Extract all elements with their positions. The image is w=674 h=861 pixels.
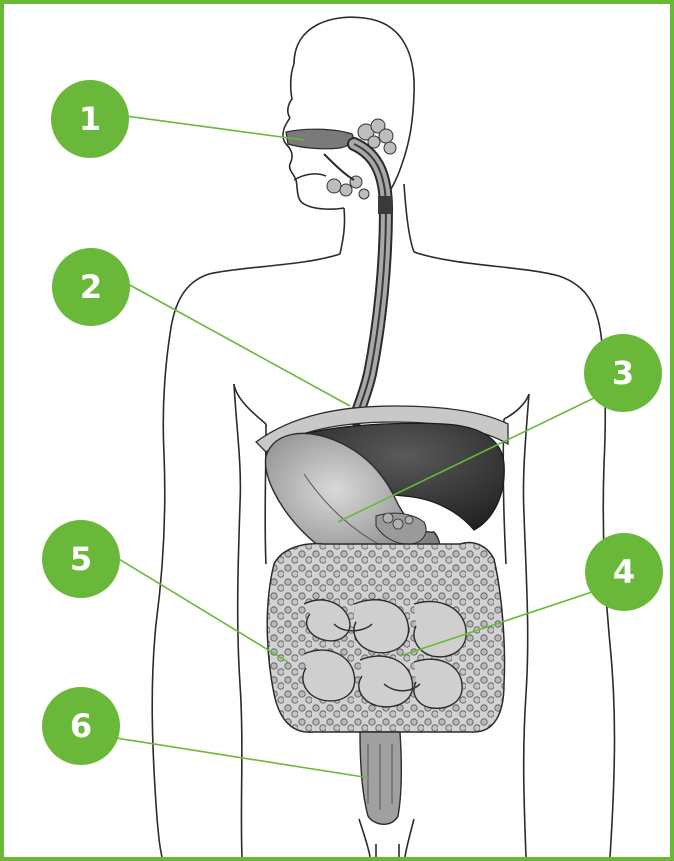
callout-marker-2: 2 [52, 248, 130, 326]
callout-marker-1: 1 [51, 80, 129, 158]
callout-marker-5: 5 [42, 520, 120, 598]
callout-marker-4: 4 [585, 533, 663, 611]
leader-line-5 [114, 556, 288, 662]
callout-marker-3: 3 [584, 334, 662, 412]
callout-marker-6: 6 [42, 687, 120, 765]
leader-line-1 [126, 116, 304, 140]
leader-line-2 [128, 284, 350, 406]
